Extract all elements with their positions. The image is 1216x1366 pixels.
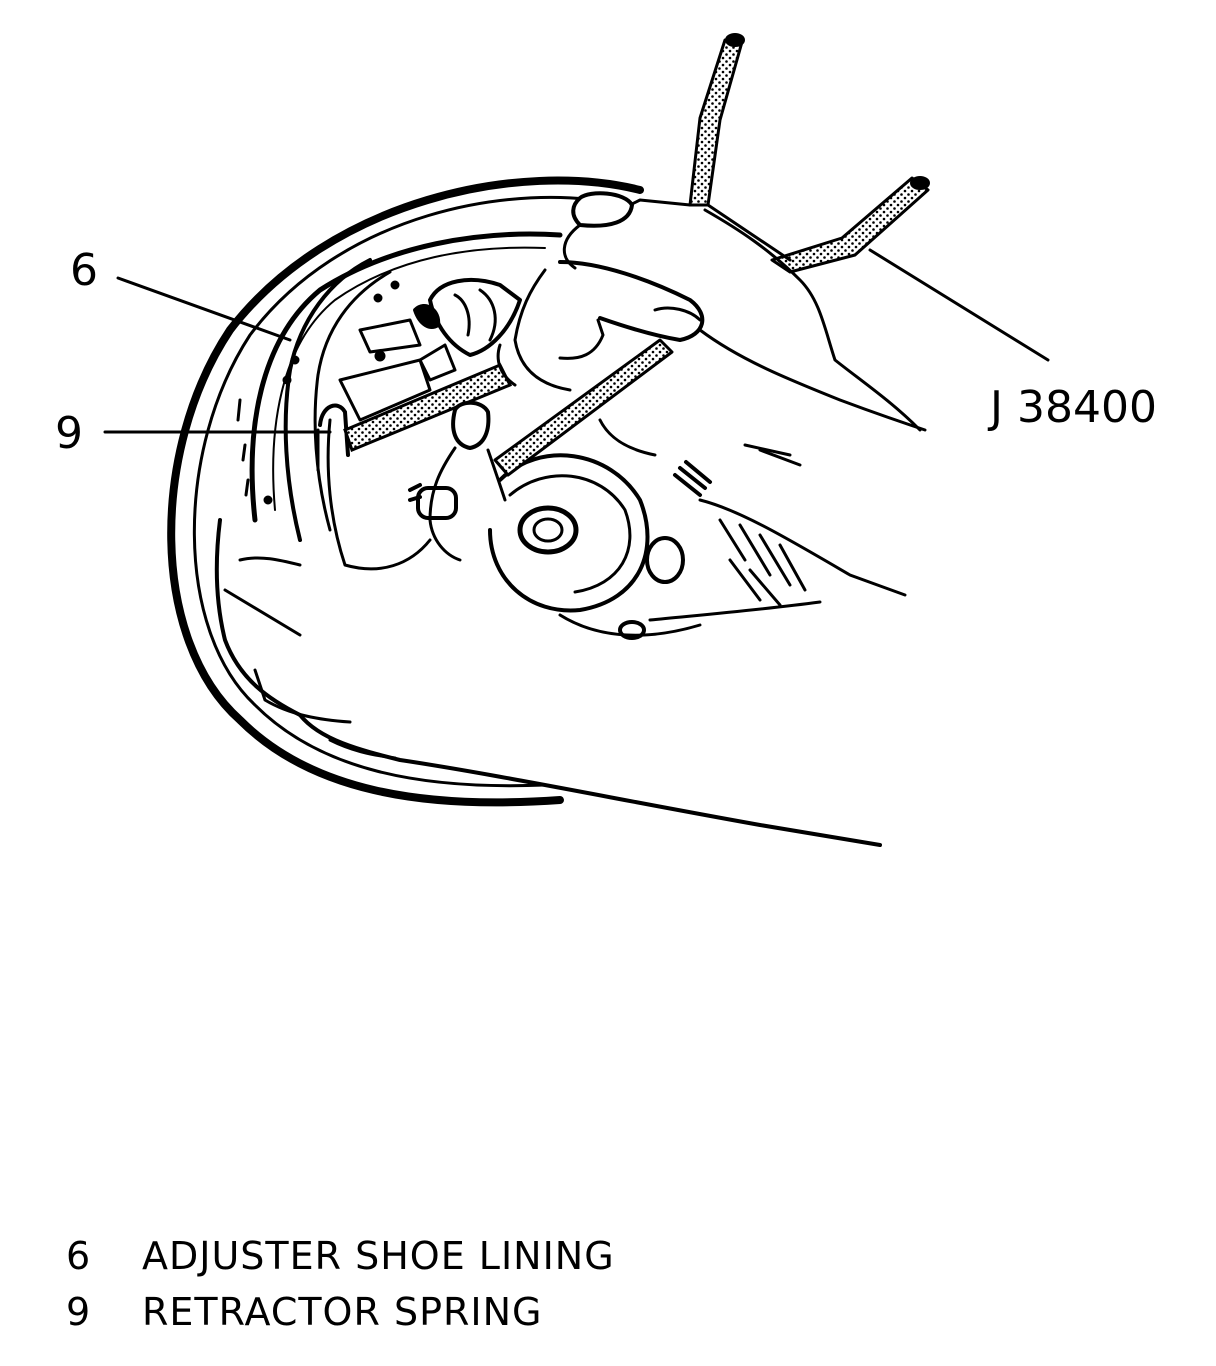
callout-6: 6 [70, 245, 98, 296]
backing-plate [167, 176, 644, 807]
legend-text: RETRACTOR SPRING [142, 1290, 543, 1334]
leader-lines [103, 248, 1050, 434]
callout-9: 9 [55, 408, 83, 459]
retractor-spring [316, 363, 513, 472]
callout-tool: J 38400 [987, 382, 1157, 433]
tool-j-38400 [493, 33, 930, 477]
upper-hand [496, 191, 927, 457]
leader-line-tool [868, 248, 1050, 362]
legend-number: 9 [66, 1290, 92, 1334]
legend-number: 6 [66, 1234, 92, 1278]
shoe-web-hardware [326, 278, 522, 571]
legend: 6 ADJUSTER SHOE LINING 9 RETRACTOR SPRIN… [66, 1228, 615, 1340]
legend-text: ADJUSTER SHOE LINING [142, 1234, 615, 1278]
legend-item: 9 RETRACTOR SPRING [66, 1284, 615, 1340]
axle-hub [488, 453, 712, 640]
legend-item: 6 ADJUSTER SHOE LINING [66, 1228, 615, 1284]
lower-hand [214, 400, 882, 847]
axle-housing [648, 448, 907, 622]
leader-line-6 [116, 276, 292, 342]
adjuster-shoe-lining [236, 258, 400, 542]
